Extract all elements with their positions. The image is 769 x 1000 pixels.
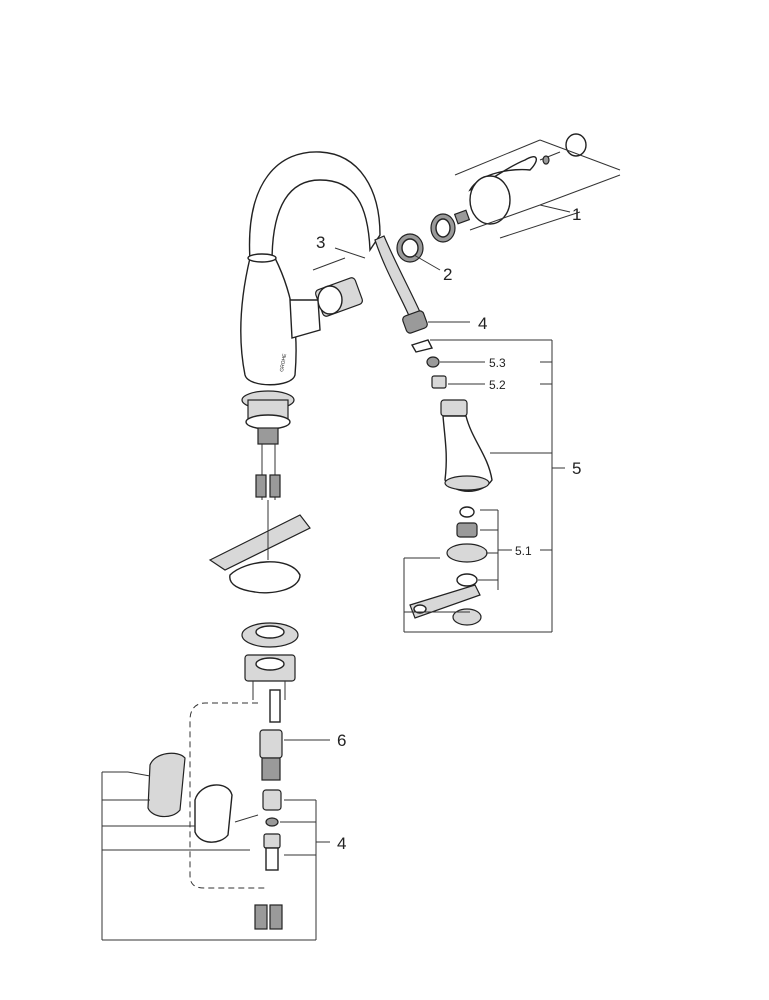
callout-3: 3 bbox=[316, 233, 325, 252]
callout-5-2: 5.2 bbox=[489, 378, 506, 392]
spray-head-assembly bbox=[402, 310, 493, 626]
brand-logo: GROHE bbox=[279, 353, 288, 373]
callout-labels: 1 2 3 4 5.3 5.2 5 5.1 6 4 bbox=[316, 205, 581, 853]
leader-lines bbox=[101, 139, 621, 941]
cartridge-assembly bbox=[315, 133, 587, 317]
callout-5-3: 5.3 bbox=[489, 356, 506, 370]
faucet-body: GROHE bbox=[240, 151, 421, 500]
hose-route-dashed bbox=[189, 702, 265, 889]
callout-1: 1 bbox=[572, 205, 581, 224]
hose-connection-kit bbox=[127, 752, 283, 930]
deck-mounting bbox=[208, 500, 311, 723]
callout-2: 2 bbox=[443, 265, 452, 284]
hose-weight bbox=[259, 729, 283, 781]
callout-4-lower: 4 bbox=[337, 834, 346, 853]
callout-6: 6 bbox=[337, 731, 346, 750]
callout-4-upper: 4 bbox=[478, 314, 487, 333]
callout-5: 5 bbox=[572, 459, 581, 478]
callout-5-1: 5.1 bbox=[515, 544, 532, 558]
